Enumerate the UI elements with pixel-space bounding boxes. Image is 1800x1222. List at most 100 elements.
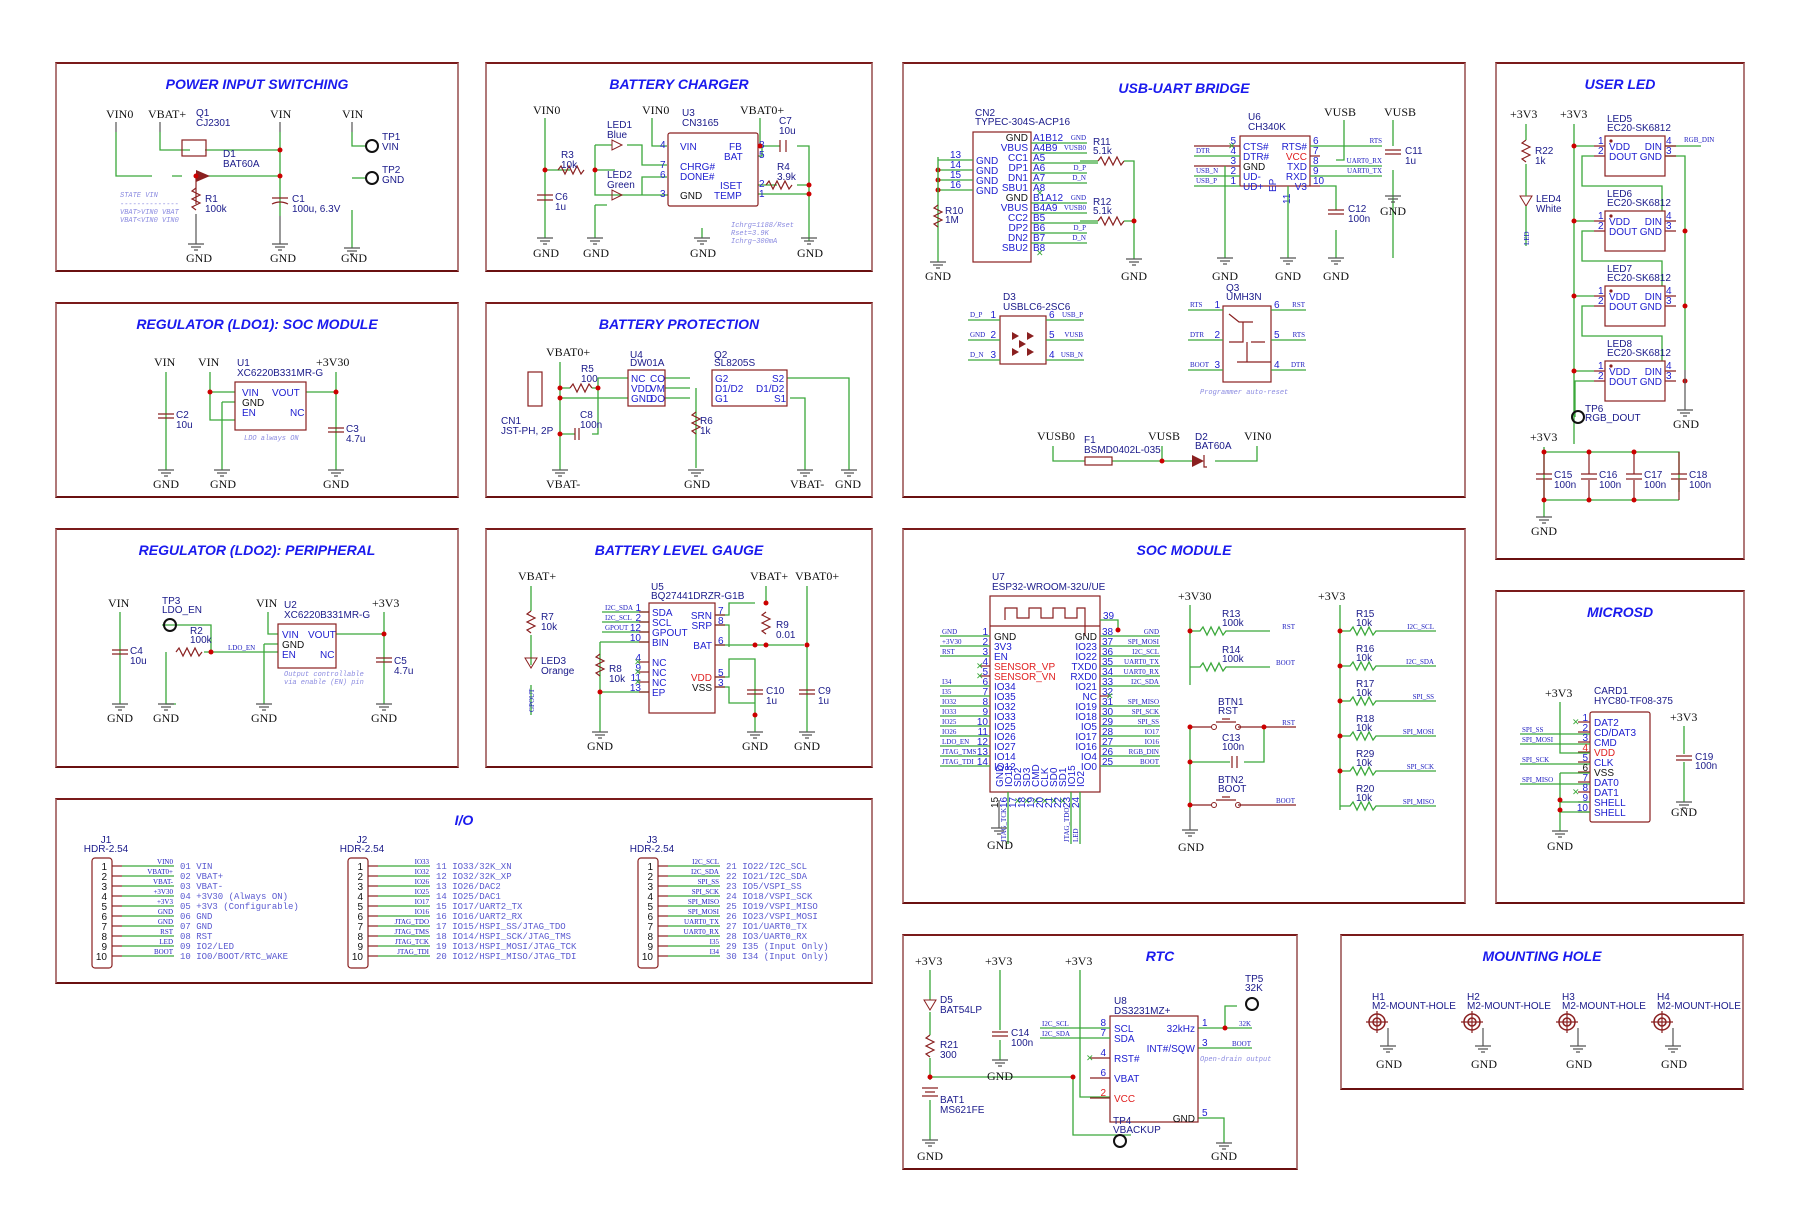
net-label: RST xyxy=(1282,719,1296,727)
net-label: BOOT xyxy=(1276,659,1296,667)
pin-number: 12 xyxy=(630,623,642,634)
power-label: VUSB xyxy=(1324,105,1356,119)
power-label: VBAT+ xyxy=(148,107,186,121)
part-ref: D3 xyxy=(1003,292,1016,303)
net-label: JTAG_TCK xyxy=(395,938,429,946)
led-icon xyxy=(1519,195,1533,207)
pin1-marker xyxy=(1609,139,1613,143)
resistor-icon xyxy=(1520,139,1532,163)
junction xyxy=(1222,1025,1228,1031)
net-label: GPOUT xyxy=(528,688,536,712)
pin-number: B6 xyxy=(1033,223,1046,234)
pin-number: 5 xyxy=(647,902,653,913)
part-value: 10u xyxy=(779,126,796,137)
net-label: GPOUT xyxy=(605,624,629,632)
part-ref: R1 xyxy=(205,194,218,205)
pin-name: GND xyxy=(976,156,998,167)
part-value: 100k xyxy=(205,204,228,215)
pin-name: G2 xyxy=(715,374,729,385)
pin-number: B1A12 xyxy=(1033,193,1063,204)
power-label: +3V3 xyxy=(1670,710,1697,724)
pin-number: B4A9 xyxy=(1033,203,1058,214)
pin-description: 16 IO16/UART2_RX xyxy=(436,912,523,922)
pin-number: 31 xyxy=(1102,697,1114,708)
pin-number: B5 xyxy=(1033,213,1046,224)
part-value: 32K xyxy=(1245,983,1263,994)
net-label: GND xyxy=(1144,628,1159,636)
junction xyxy=(208,649,214,655)
rtc-ic-body xyxy=(1109,1015,1199,1123)
part-ref: R13 xyxy=(1222,609,1241,620)
pin-name: ISET xyxy=(720,181,742,192)
pin-number: 23 xyxy=(1062,796,1073,808)
pin-number: 5 xyxy=(1202,1108,1208,1119)
net-label: RTS xyxy=(1190,301,1203,309)
pin-number: 3 xyxy=(1214,360,1220,371)
capacitor-icon xyxy=(1581,452,1597,500)
gnd-symbols xyxy=(112,703,392,711)
net-label: DTR xyxy=(1190,331,1204,339)
ldo1-circuit: VIN VIN +3V30 U1 XC6220B331MR-G VIN GND … xyxy=(153,355,365,491)
pin-number: 10 xyxy=(642,952,654,963)
gnd-symbols xyxy=(158,469,344,477)
capacitor-icon xyxy=(271,197,289,205)
pin-name: IO35 xyxy=(994,692,1016,703)
pin-name: IO13 xyxy=(1004,765,1015,787)
pin-number: 5 xyxy=(759,150,765,161)
junction xyxy=(1131,218,1137,224)
net-label: USB_P xyxy=(1196,177,1217,185)
pin-name: EN xyxy=(242,408,256,419)
led-icon xyxy=(611,189,624,201)
junction xyxy=(1571,218,1577,224)
pin-name: GND xyxy=(1640,152,1662,163)
part-ref: CARD1 xyxy=(1594,686,1628,697)
pin-name: TXD xyxy=(1287,162,1307,173)
pin-name: IO0 xyxy=(1081,762,1098,773)
no-connect-icon: ✕ xyxy=(976,661,984,671)
junction xyxy=(1337,663,1343,669)
gnd-symbol xyxy=(1677,370,1693,417)
junction xyxy=(806,191,812,197)
diode-icon xyxy=(923,999,937,1011)
junction xyxy=(752,642,758,648)
part-ref: R4 xyxy=(777,162,790,173)
pin-name: DOUT xyxy=(1609,227,1637,238)
pin-number: 3 xyxy=(1666,371,1672,382)
diode-icon xyxy=(1192,455,1204,467)
net-label: SPI_MOSI xyxy=(1403,728,1435,736)
battery-protection-circuit: VBAT0+ U4 DW01A Q2 SL8205S NC VDD GND CO… xyxy=(501,345,861,491)
diode-icon xyxy=(196,170,210,182)
pin-name: DP1 xyxy=(1009,163,1029,174)
pin-number: 1 xyxy=(357,862,363,873)
no-connect-icon: ✕ xyxy=(634,657,642,667)
pin-description: 23 IO5/VSPI_SS xyxy=(726,882,802,892)
resistor-wire xyxy=(1340,800,1436,812)
pin-name: NC xyxy=(631,374,645,385)
no-connect-icon: ✕ xyxy=(634,667,642,677)
power-label: GND xyxy=(270,251,296,265)
power-label: VIN0 xyxy=(642,103,669,117)
rtc-circuit: +3V3 +3V3 +3V3 D5 BAT54LP R21 300 BAT1 M… xyxy=(915,954,1271,1163)
no-connect-icon: ✕ xyxy=(1106,691,1114,701)
pin-name: IO33 xyxy=(994,712,1016,723)
pin-description: 03 VBAT- xyxy=(180,882,223,892)
part-value: JST-PH, 2P xyxy=(501,426,554,437)
net-label: +3V30 xyxy=(153,888,173,896)
esd-diode-body xyxy=(999,315,1047,365)
pin-number: 1 xyxy=(1598,286,1604,297)
pin-number: 10 xyxy=(352,952,364,963)
pin-number: 2 xyxy=(1582,723,1588,734)
pin-number: 29 xyxy=(1102,717,1114,728)
header-body xyxy=(91,857,113,969)
pin-number: 8 xyxy=(647,932,653,943)
part-ref: C3 xyxy=(346,424,359,435)
net-label: RTS xyxy=(1293,331,1306,339)
pin-description: 06 GND xyxy=(180,912,212,922)
pin-leads xyxy=(1594,370,1676,382)
pin-number: 4 xyxy=(982,657,988,668)
sheet-battery-charger: BATTERY CHARGER xyxy=(485,62,873,272)
pin-name: SCL xyxy=(652,618,672,629)
pin-name: GND xyxy=(976,186,998,197)
